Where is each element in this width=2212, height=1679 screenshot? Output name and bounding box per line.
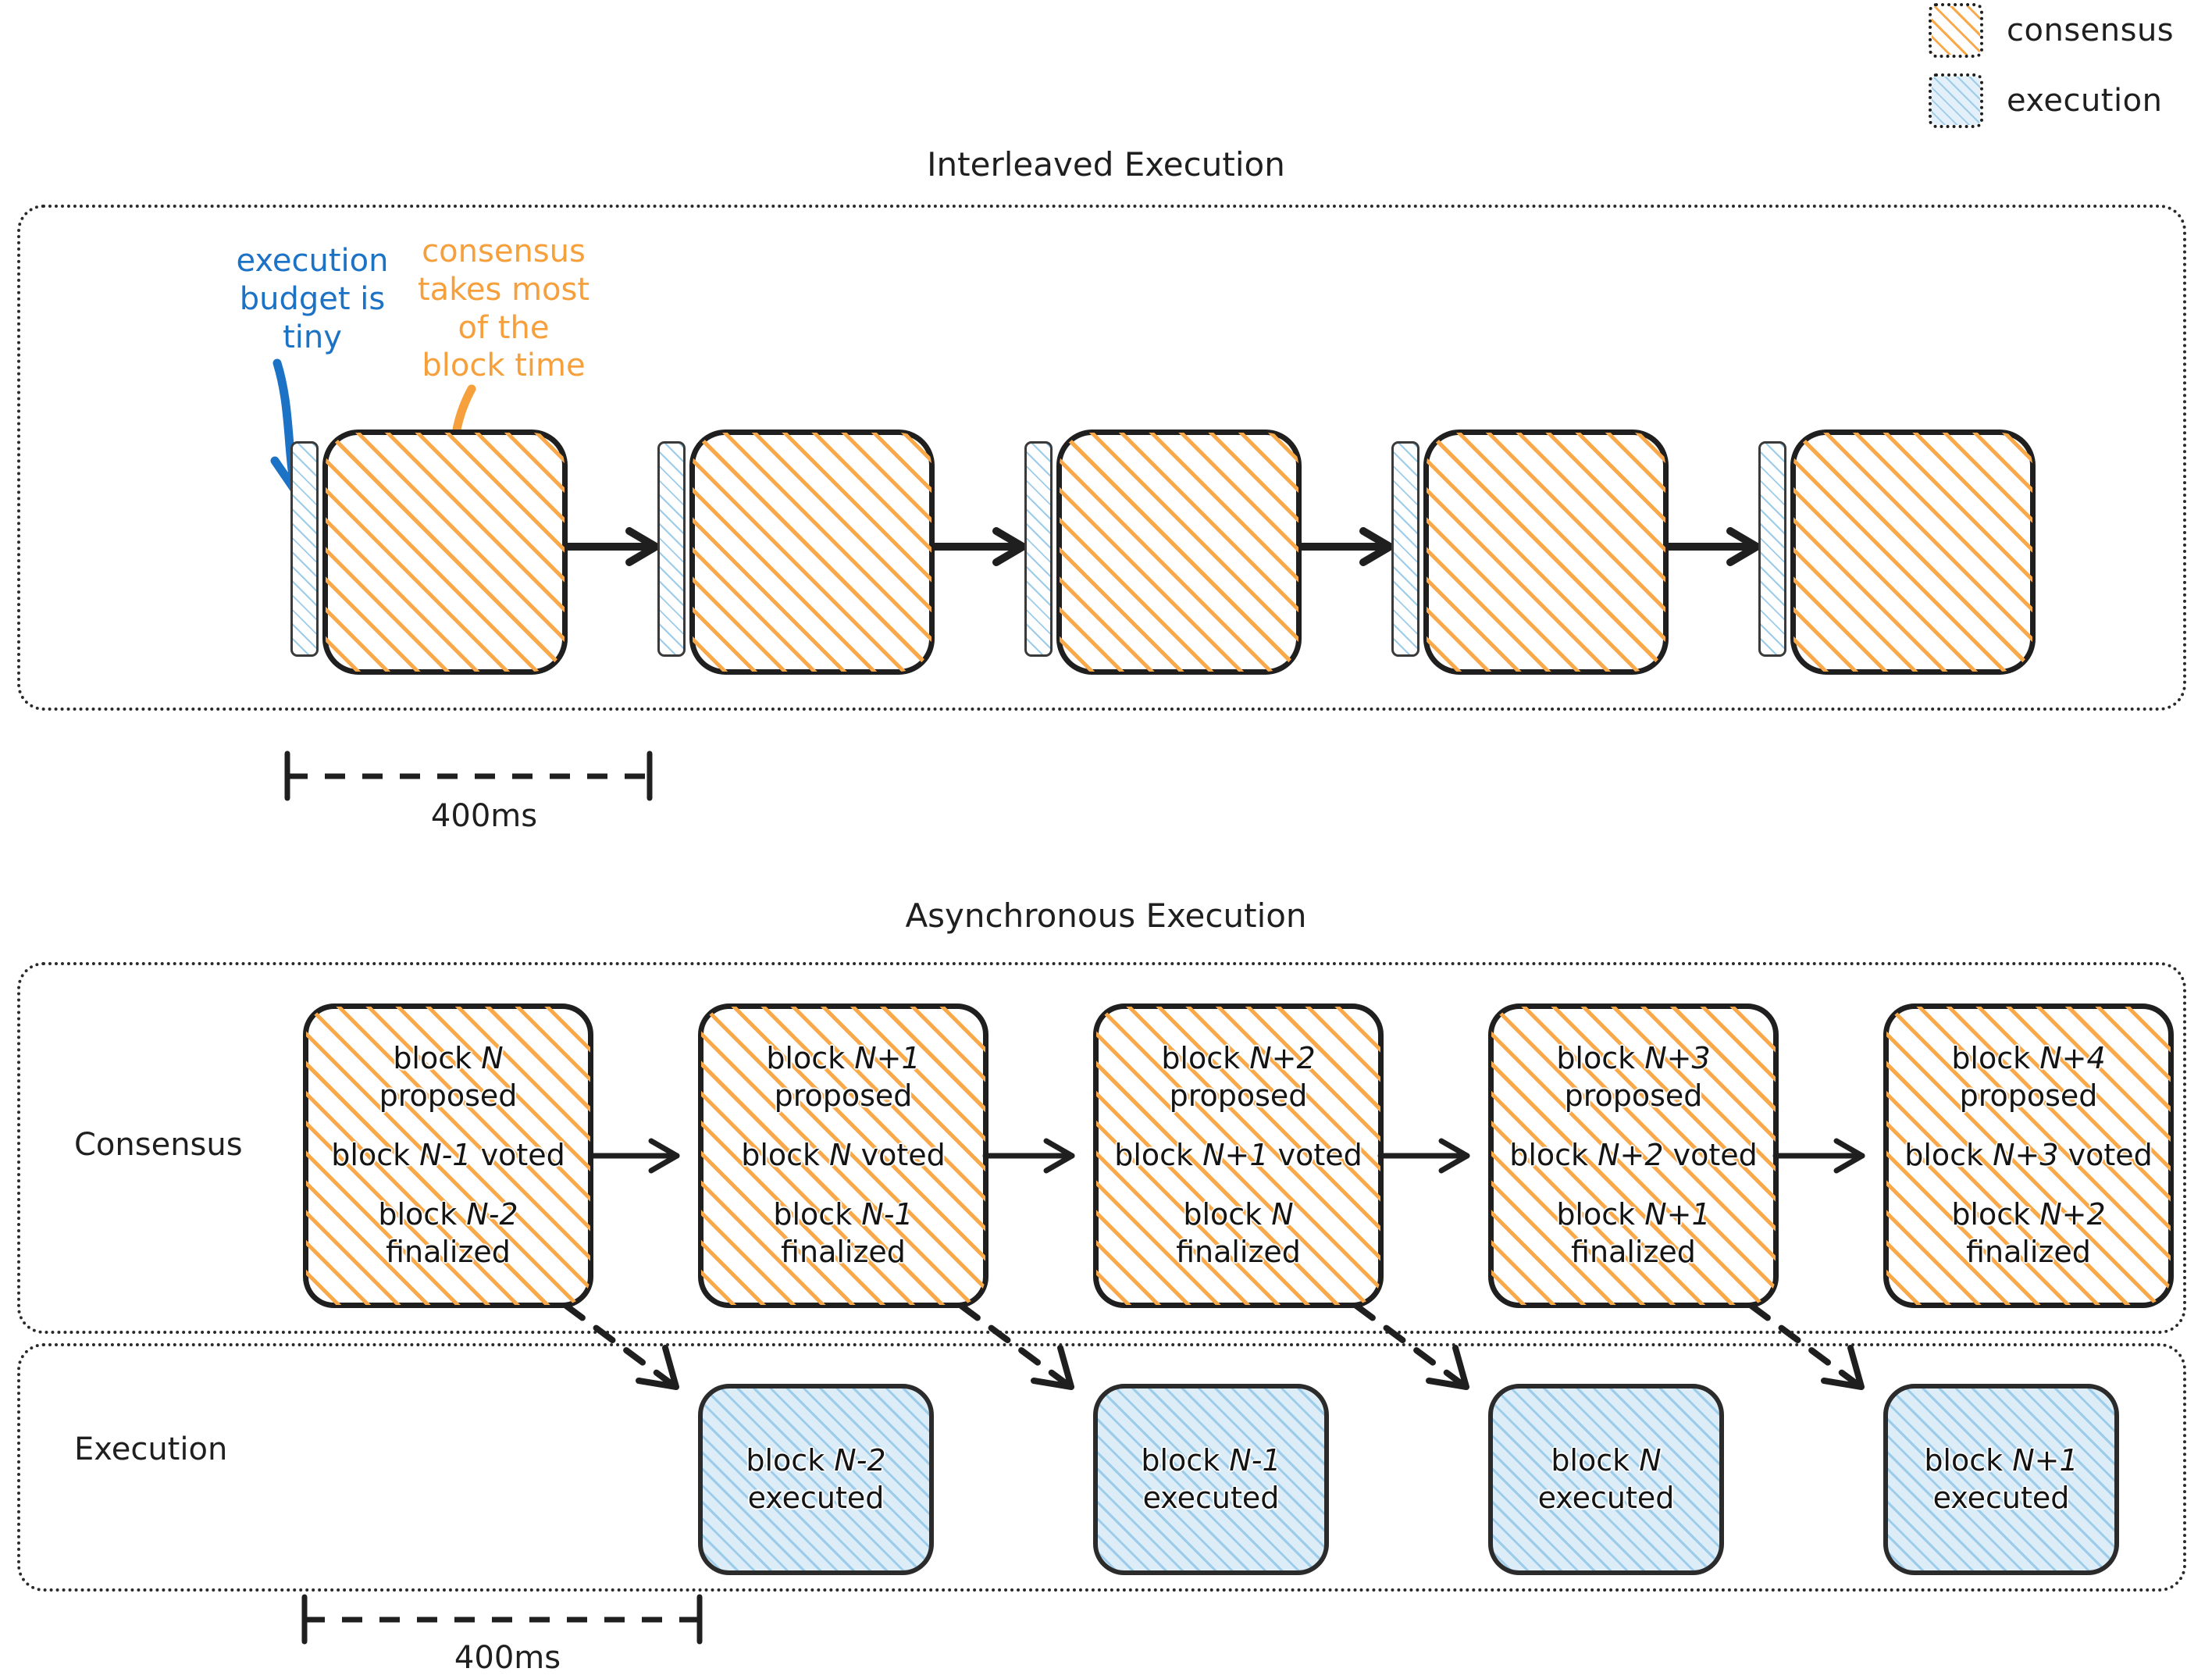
legend-label-consensus: consensus	[2007, 12, 2175, 48]
consensus-line-voted: block N+3 voted	[1904, 1138, 2153, 1173]
consensus-block	[689, 430, 935, 675]
consensus-block	[322, 430, 568, 675]
consensus-panel	[17, 962, 2186, 1334]
execution-slab	[1391, 441, 1419, 657]
consensus-line-voted: block N+2 voted	[1509, 1138, 1758, 1173]
ruler-label-interleaved: 400ms	[430, 798, 538, 834]
ruler-asynchronous	[301, 1594, 703, 1645]
execution-slab	[290, 441, 319, 657]
execution-panel	[17, 1343, 2186, 1592]
legend: consensus execution	[1929, 3, 2210, 147]
annotation-line: budget is	[239, 280, 386, 317]
row-label-consensus: Consensus	[74, 1127, 243, 1163]
consensus-block	[1423, 430, 1669, 675]
annotation-line: takes most	[417, 271, 590, 308]
section-title-asynchronous: Asynchronous Execution	[905, 897, 1307, 935]
interleaved-panel	[17, 205, 2186, 711]
annotation-line: tiny	[283, 319, 342, 355]
annotation-line: of the	[458, 309, 550, 346]
execution-slab	[1024, 441, 1053, 657]
consensus-block	[1790, 430, 2036, 675]
consensus-line-voted: block N+1 voted	[1114, 1138, 1362, 1173]
ruler-interleaved	[284, 750, 653, 801]
consensus-block	[1056, 430, 1302, 675]
annotation-line: consensus	[422, 233, 586, 269]
legend-item-consensus: consensus	[1929, 3, 2210, 58]
execution-slab	[657, 441, 686, 657]
consensus-line-voted: block N voted	[741, 1138, 946, 1173]
row-label-execution: Execution	[74, 1431, 228, 1467]
ruler-label-asynchronous: 400ms	[454, 1640, 561, 1676]
section-title-interleaved: Interleaved Execution	[927, 145, 1285, 184]
consensus-line-voted: block N-1 voted	[331, 1138, 565, 1173]
annotation-line: execution	[236, 243, 389, 279]
execution-hatch-swatch	[1929, 73, 1983, 128]
annotation-consensus-time: consensus takes most of the block time	[406, 233, 601, 385]
consensus-hatch-swatch	[1929, 3, 1983, 58]
legend-item-execution: execution	[1929, 73, 2210, 128]
annotation-execution-budget: execution budget is tiny	[219, 242, 406, 356]
annotation-line: block time	[422, 348, 586, 384]
execution-slab	[1758, 441, 1786, 657]
legend-label-execution: execution	[2007, 83, 2163, 119]
